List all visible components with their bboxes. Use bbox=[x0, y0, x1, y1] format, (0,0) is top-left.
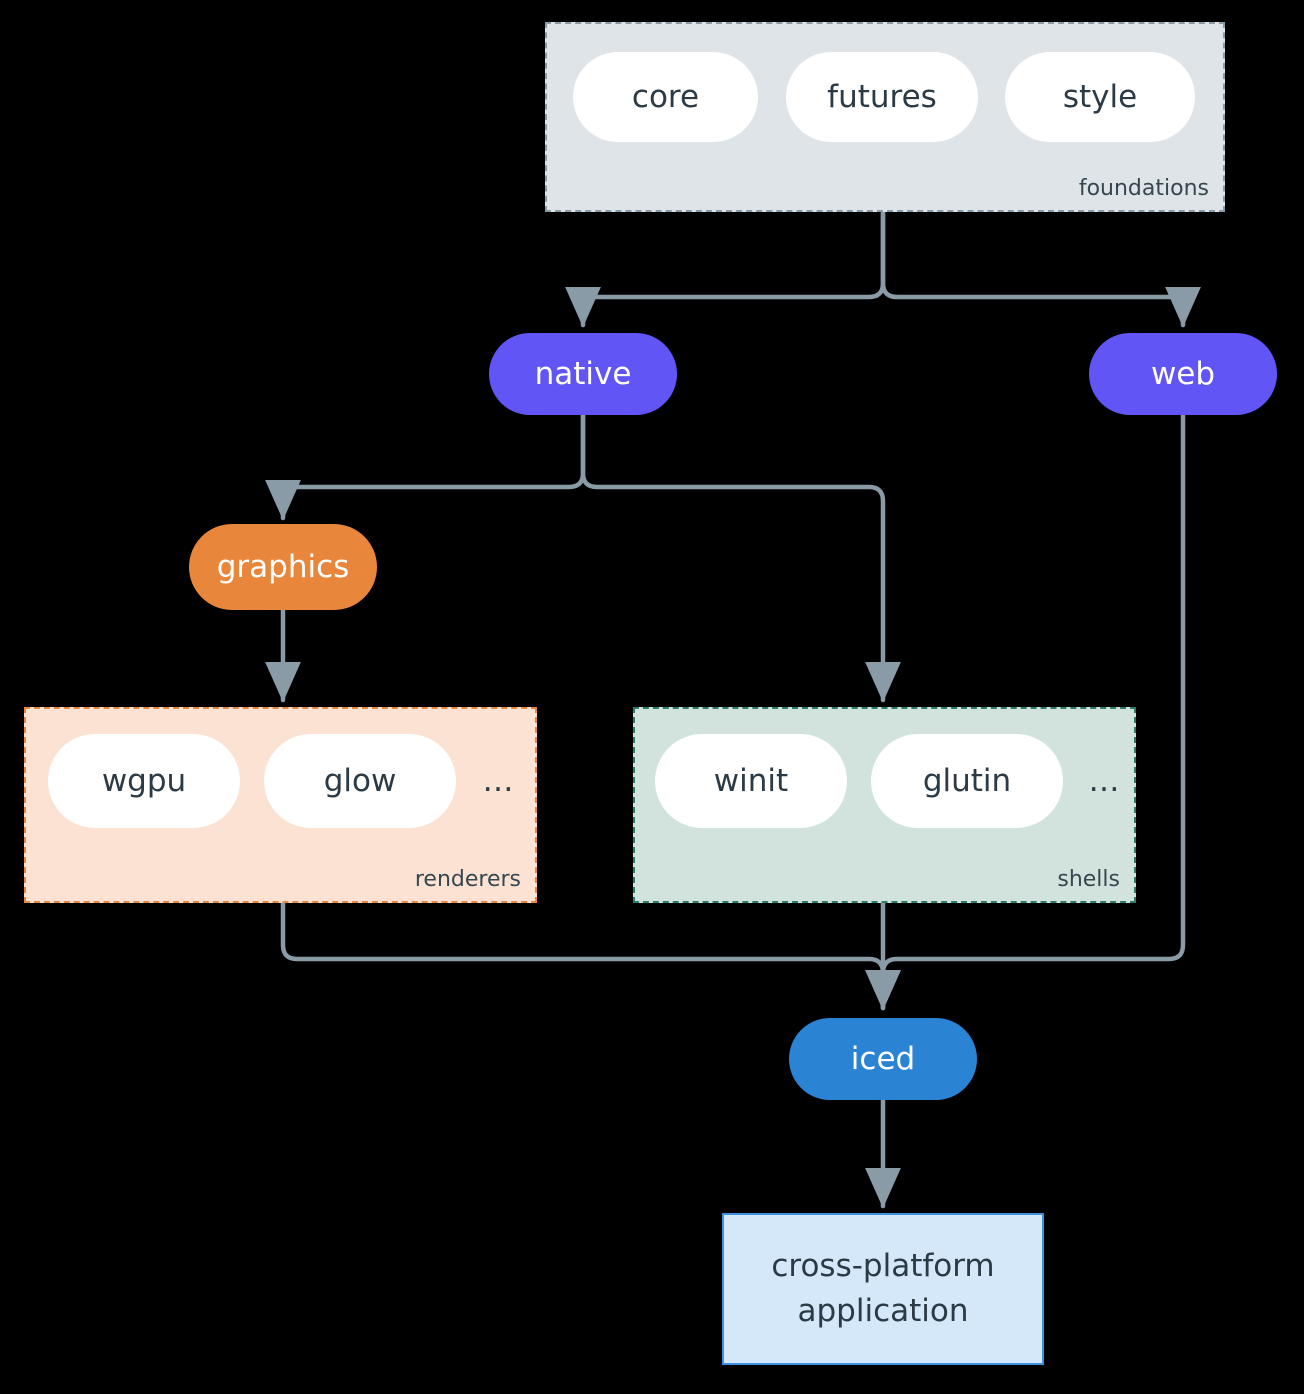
node-cross-platform-line2: application bbox=[797, 1293, 969, 1329]
node-wgpu[interactable]: wgpu bbox=[48, 734, 240, 828]
edge-renderers-iced bbox=[280, 900, 901, 1011]
node-futures-label: futures bbox=[827, 79, 937, 115]
cluster-renderers-label: renderers bbox=[414, 867, 521, 892]
node-core-label: core bbox=[631, 79, 700, 115]
node-wgpu-label: wgpu bbox=[101, 763, 187, 799]
node-winit[interactable]: winit bbox=[655, 734, 847, 828]
edge-native-shells bbox=[580, 412, 901, 703]
node-glow-label: glow bbox=[323, 763, 397, 799]
node-shells-more-label: … bbox=[1088, 763, 1120, 799]
edge-foundations-web bbox=[880, 210, 1201, 328]
node-graphics-label: graphics bbox=[216, 549, 350, 585]
node-native-label: native bbox=[534, 356, 632, 392]
node-glutin-label: glutin bbox=[922, 763, 1012, 799]
node-shells-more: … bbox=[1076, 734, 1132, 828]
node-cross-platform-application[interactable]: cross-platform application bbox=[722, 1213, 1044, 1365]
node-iced-label: iced bbox=[850, 1041, 916, 1077]
edge-foundations-native bbox=[565, 210, 886, 328]
node-web-label: web bbox=[1150, 356, 1216, 392]
cluster-shells-label: shells bbox=[1057, 867, 1120, 892]
node-renderers-more: … bbox=[470, 734, 526, 828]
node-glow[interactable]: glow bbox=[264, 734, 456, 828]
node-core[interactable]: core bbox=[573, 52, 758, 142]
node-cross-platform-line1: cross-platform bbox=[771, 1248, 995, 1285]
edge-native-graphics bbox=[265, 412, 586, 521]
node-native[interactable]: native bbox=[489, 333, 677, 415]
node-style[interactable]: style bbox=[1005, 52, 1195, 142]
node-futures[interactable]: futures bbox=[786, 52, 978, 142]
node-winit-label: winit bbox=[713, 763, 789, 799]
node-style-label: style bbox=[1062, 79, 1138, 115]
node-renderers-more-label: … bbox=[482, 763, 514, 799]
cluster-foundations-label: foundations bbox=[1078, 176, 1209, 201]
node-web[interactable]: web bbox=[1089, 333, 1277, 415]
node-glutin[interactable]: glutin bbox=[871, 734, 1063, 828]
node-graphics[interactable]: graphics bbox=[189, 524, 377, 610]
node-iced[interactable]: iced bbox=[789, 1018, 977, 1100]
